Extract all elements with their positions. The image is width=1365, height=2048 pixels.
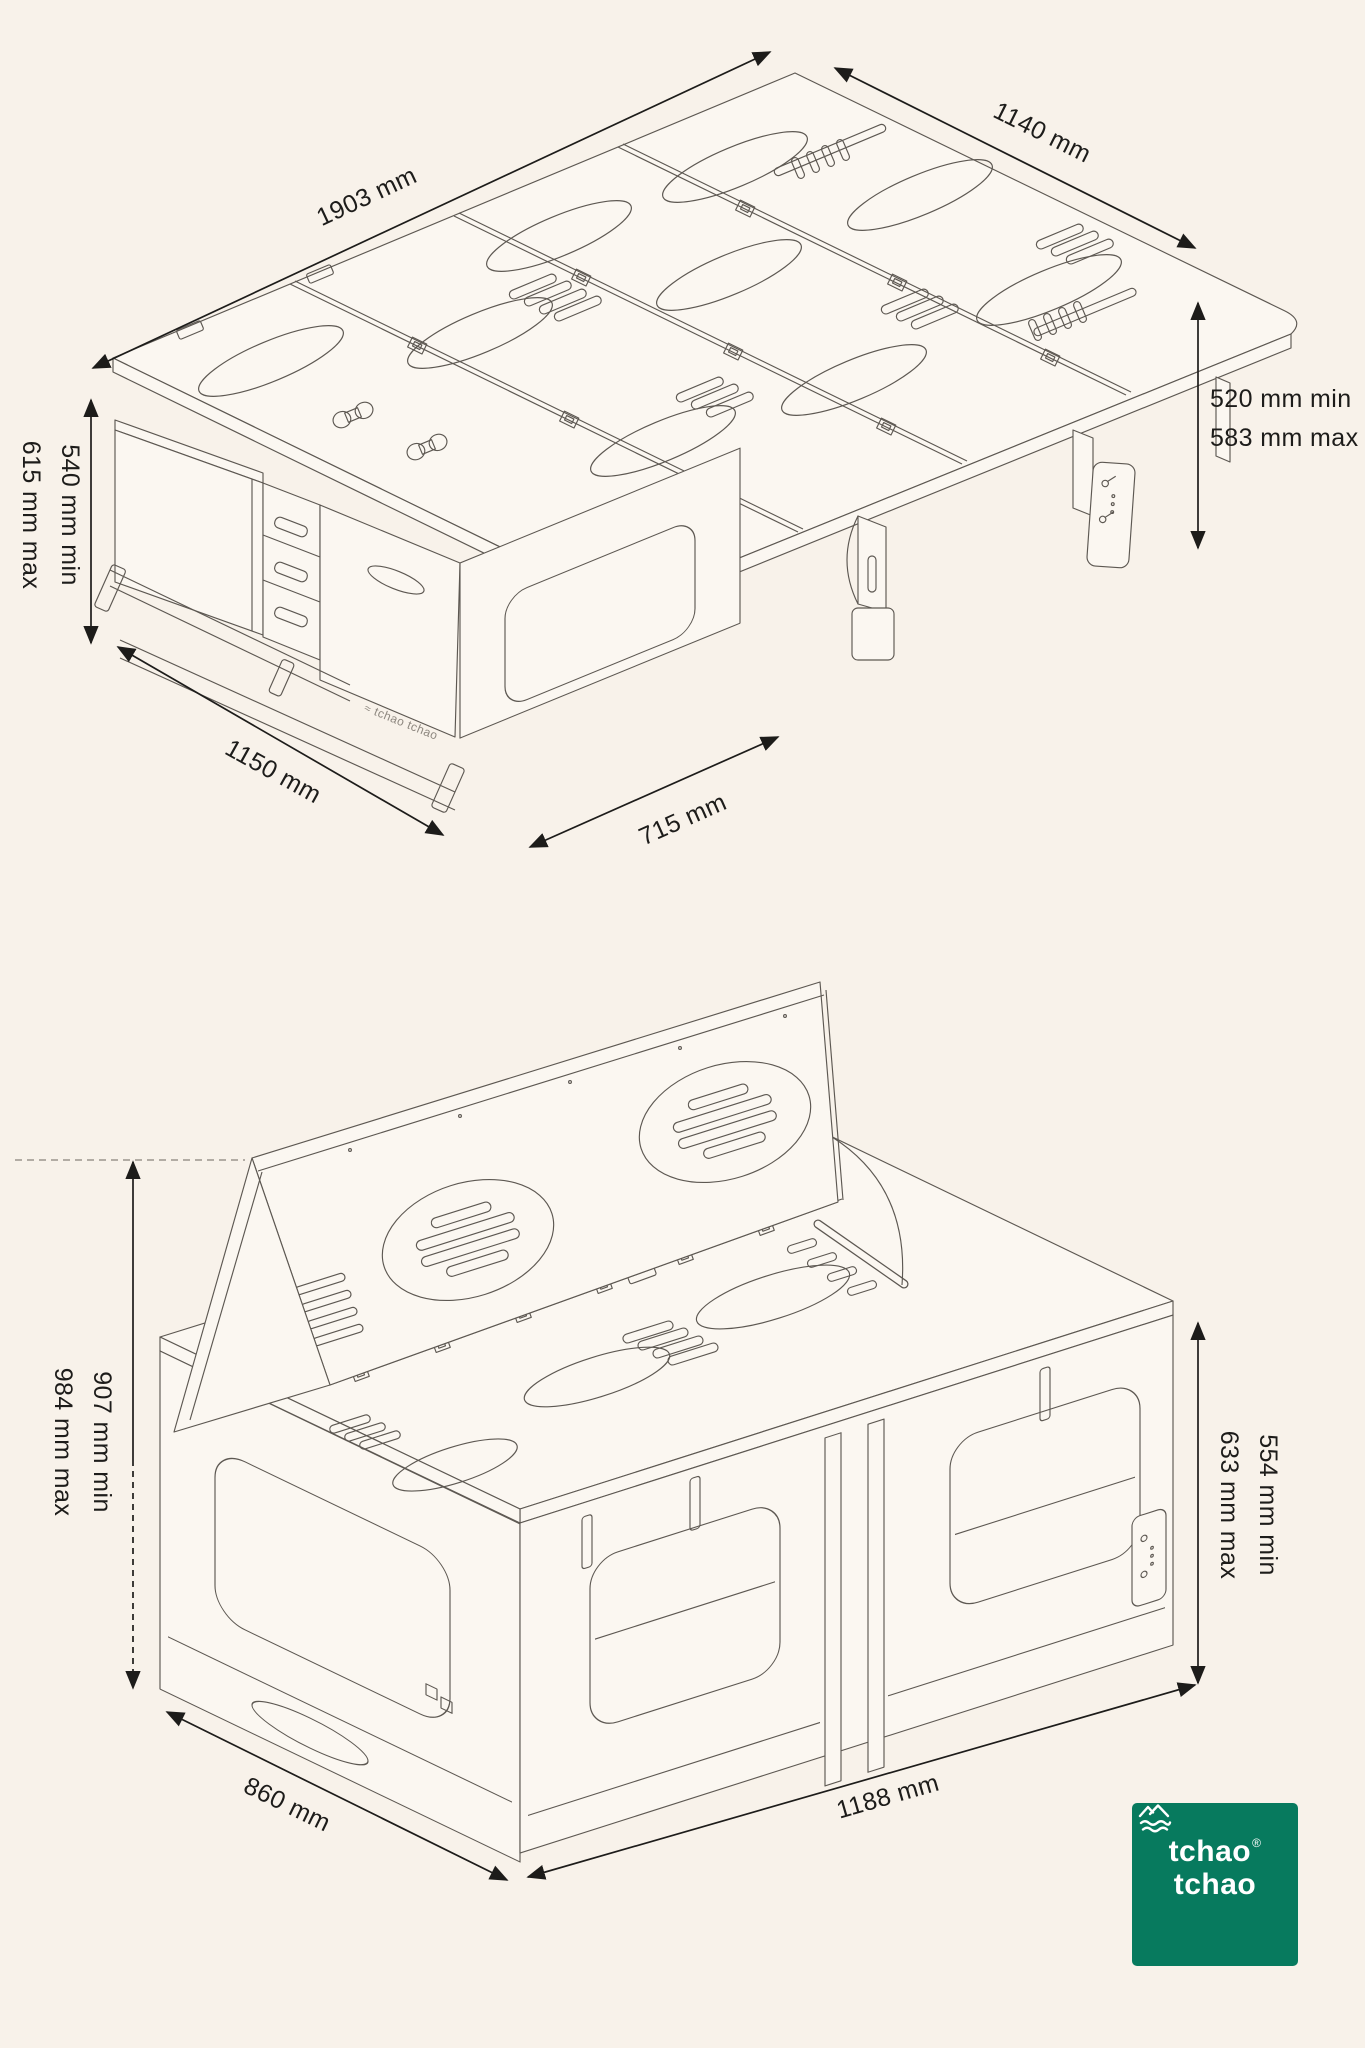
arrow-base-depth-715: [528, 736, 780, 848]
table-leg-back: [1215, 376, 1231, 463]
registered-mark: ®: [1252, 1836, 1262, 1850]
brand-line-1: tchao®: [1168, 1835, 1262, 1868]
left-face-window-cutout: [214, 1457, 451, 1718]
dim-label-height-left-top: 540 mm min 615 mm max: [11, 441, 89, 589]
dim-bench-height-left-max: 984 mm max: [49, 1367, 77, 1517]
dim-height-left-min: 540 mm min: [56, 444, 84, 586]
backrest-oval-vent: [638, 1060, 812, 1184]
dimension-arrows: [15, 51, 1206, 1881]
arrow-base-length-1188: [526, 1682, 1197, 1880]
butterfly-hinge-icons: [332, 401, 448, 461]
support-box-side: [459, 447, 741, 739]
backrest-oval-vent: [381, 1178, 555, 1302]
dim-label-height-right-bottom: 554 mm min 633 mm max: [1209, 1431, 1287, 1579]
box-window-cutout: [504, 525, 696, 702]
arrow-base-length-1150: [116, 646, 445, 836]
bed-configuration-drawing: [94, 72, 1298, 813]
right-face-window-cutout-2: [949, 1387, 1141, 1605]
dim-bench-height-right-max: 633 mm max: [1215, 1430, 1243, 1580]
dim-label-height-left-bottom: 907 mm min 984 mm max: [43, 1368, 121, 1516]
table-leg-right: [1072, 429, 1136, 569]
support-box-left: [114, 419, 264, 636]
dim-height-right-max: 583 mm max: [1210, 424, 1359, 452]
center-leg: [867, 1418, 885, 1773]
dim-bench-height-left-min: 907 mm min: [88, 1371, 116, 1513]
folded-panel-edge: [821, 1130, 904, 1286]
dim-height-left-max: 615 mm max: [17, 440, 45, 590]
mountain-wave-icon: [1138, 1804, 1172, 1833]
center-leg: [824, 1432, 842, 1787]
arrow-width-1140: [833, 67, 1197, 249]
table-leg-middle: [846, 515, 895, 661]
drawer-column: [262, 482, 321, 661]
arrow-length-1903: [91, 51, 772, 369]
platform-comb-slots: [773, 123, 1137, 341]
seat-surface-details: [329, 1130, 909, 1492]
arrow-base-depth-860: [165, 1711, 509, 1881]
dim-label-height-right-top: 520 mm min 583 mm max: [1210, 380, 1358, 458]
dim-bench-height-right-min: 554 mm min: [1254, 1434, 1282, 1576]
dim-height-right-min: 520 mm min: [1210, 385, 1352, 413]
leg-extension-plate: [1086, 461, 1136, 569]
brand-line-2: tchao: [1173, 1868, 1257, 1901]
latch-plate: [1131, 1508, 1167, 1607]
tchao-tchao-logo: tchao® tchao: [1132, 1803, 1298, 1966]
backrest-side-gusset: [173, 1157, 331, 1433]
bench-configuration-drawing: [159, 981, 1174, 1863]
